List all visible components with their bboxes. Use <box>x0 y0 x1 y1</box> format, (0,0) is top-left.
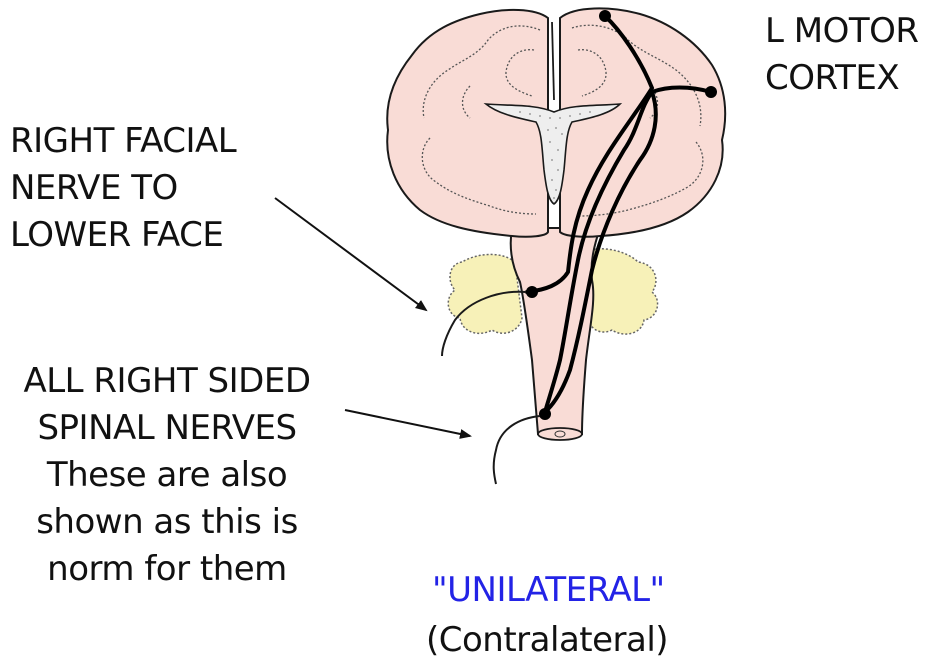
unilateral-label: "UNILATERAL" <box>432 567 665 614</box>
spinal-anterior-horn-dot <box>539 408 551 420</box>
spinal-label-line-4: shown as this is <box>12 499 322 546</box>
spinal-label-line-5: norm for them <box>12 546 322 593</box>
contralateral-label: (Contralateral) <box>426 617 668 664</box>
cortex-neuron-dot-top <box>599 10 611 22</box>
cortex-neuron-dot-right <box>705 86 717 98</box>
spinal-arrow <box>345 410 470 436</box>
facial-nucleus-dot <box>526 286 538 298</box>
facial-label-line-2: NERVE TO <box>10 165 236 212</box>
cerebellum-left <box>448 254 522 333</box>
spinal-label-line-3: These are also <box>12 452 322 499</box>
spinal-nerve <box>494 416 540 484</box>
motor-cortex-label: L MOTOR CORTEX <box>765 8 919 102</box>
facial-arrow <box>275 198 426 310</box>
motor-label-line-1: L MOTOR <box>765 8 919 55</box>
spinal-cord-cross-section <box>538 428 582 440</box>
spinal-label-line-2: SPINAL NERVES <box>12 405 322 452</box>
facial-label-line-3: LOWER FACE <box>10 212 236 259</box>
facial-label-line-1: RIGHT FACIAL <box>10 118 236 165</box>
spinal-label-line-1: ALL RIGHT SIDED <box>12 358 322 405</box>
cerebellum-right <box>588 249 658 334</box>
left-hemisphere <box>387 10 548 237</box>
motor-label-line-2: CORTEX <box>765 55 919 102</box>
facial-nerve-label: RIGHT FACIAL NERVE TO LOWER FACE <box>10 118 236 259</box>
spinal-nerves-label: ALL RIGHT SIDED SPINAL NERVES These are … <box>12 358 322 593</box>
longitudinal-fissure <box>552 22 554 100</box>
